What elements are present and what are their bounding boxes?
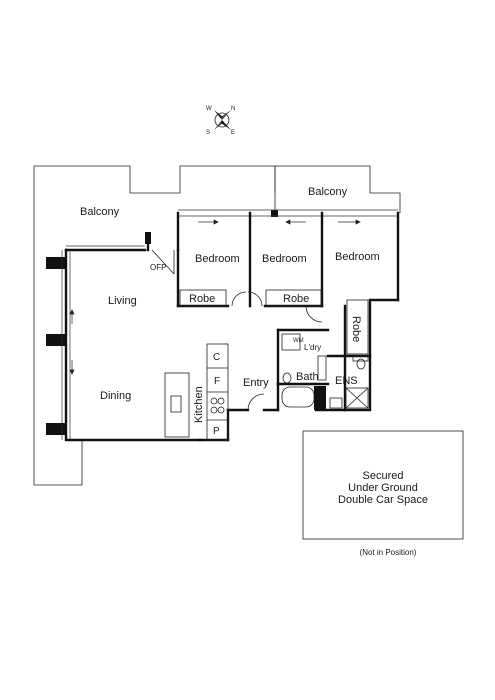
label-ensuite: ENS [335,375,358,387]
label-robe-3: Robe [350,316,362,342]
wall-pier [46,423,66,435]
toilet-icon [282,372,292,384]
label-bath: Bath [296,371,319,383]
label-kitchen: Kitchen [193,386,205,423]
compass-n: N [231,106,235,112]
label-laundry: L'dry [304,343,321,352]
compass-s: S [206,130,210,136]
ens-toilet-icon [356,358,366,370]
wall-pier [271,210,278,217]
car-space-note: (Not in Position) [360,548,417,557]
ofp-flue [151,249,175,275]
robe-1-outline [179,289,227,307]
label-living: Living [108,295,137,307]
label-dining: Dining [100,390,131,402]
label-fixture-c: C [213,352,220,363]
slide-arrows [69,219,361,375]
ens-toilet-cistern [352,355,369,362]
door-swings [231,291,323,411]
label-robe-2: Robe [283,293,309,305]
label-bedroom-1: Bedroom [195,253,240,265]
bath-wall-block [314,386,326,410]
glazing [61,209,398,440]
compass-rose-icon [214,110,231,130]
wall-pier [46,257,66,269]
label-ofp: OFP [150,263,166,272]
car-space-line-3: Double Car Space [338,494,428,506]
ens-vanity [329,397,343,409]
label-fixture-p: P [213,426,220,437]
compass-w: W [206,106,212,112]
label-entry: Entry [243,377,269,389]
label-balcony-left: Balcony [80,206,120,218]
shower-icon [345,387,369,409]
robe-3-outline [346,299,369,355]
label-wm: WM [293,338,304,344]
compass-e: E [231,130,235,136]
washing-machine-icon [281,333,301,351]
bathtub-icon [281,386,315,408]
car-space-box [302,430,464,540]
cooktop-icon [210,397,225,414]
kitchen-sink [170,395,182,413]
label-fixture-f: F [214,376,220,387]
label-bedroom-2: Bedroom [262,253,307,265]
wall-pier [145,232,151,244]
balcony-outlines [33,165,401,486]
label-bedroom-3: Bedroom [335,251,380,263]
laundry-trough [317,355,327,381]
kitchen-island [164,372,190,438]
car-space-line-1: Secured [363,470,404,482]
wall-pier [46,334,66,346]
label-robe-1: Robe [189,293,215,305]
label-balcony-top: Balcony [308,186,348,198]
robe-2-outline [265,289,322,307]
car-space-line-2: Under Ground [348,482,418,494]
